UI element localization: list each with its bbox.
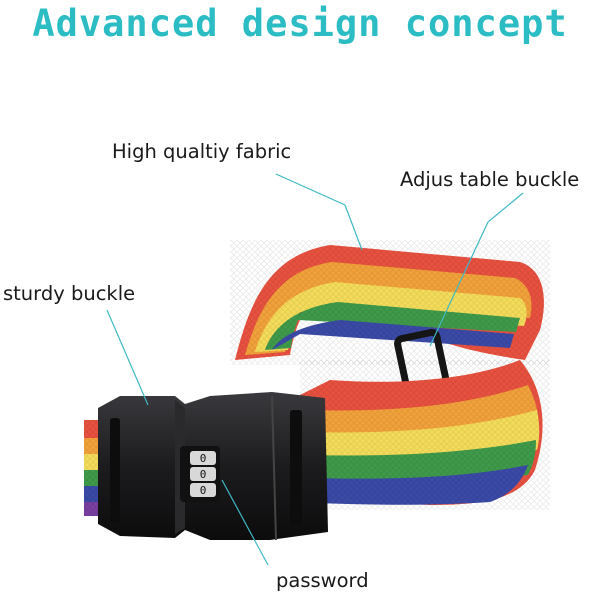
leader-line-password <box>221 479 269 566</box>
leader-line-adjustable <box>487 192 524 223</box>
strap-front-band <box>300 360 550 510</box>
leader-line-sturdy <box>106 309 149 406</box>
dial-2[interactable]: 0 <box>190 467 216 481</box>
headline: Advanced design concept <box>32 2 568 45</box>
strap-back-loop <box>230 240 550 365</box>
dial-1-digit: 0 <box>200 452 207 465</box>
leader-line-adjustable-tip <box>429 221 489 347</box>
combination-lock: 0 0 0 <box>180 446 220 502</box>
leader-lines <box>106 173 524 566</box>
dial-3-digit: 0 <box>200 484 207 497</box>
leader-line-fabric-tip <box>344 204 363 251</box>
callout-sturdy-buckle: sturdy buckle <box>3 282 136 305</box>
callout-adjustable-buckle: Adjus table buckle <box>400 168 580 191</box>
leader-line-fabric <box>275 173 346 206</box>
dial-3[interactable]: 0 <box>190 483 216 497</box>
dial-1[interactable]: 0 <box>190 451 216 465</box>
dial-2-digit: 0 <box>200 468 207 481</box>
callout-fabric: High qualtiy fabric <box>112 140 292 163</box>
callout-password: password <box>276 569 369 592</box>
